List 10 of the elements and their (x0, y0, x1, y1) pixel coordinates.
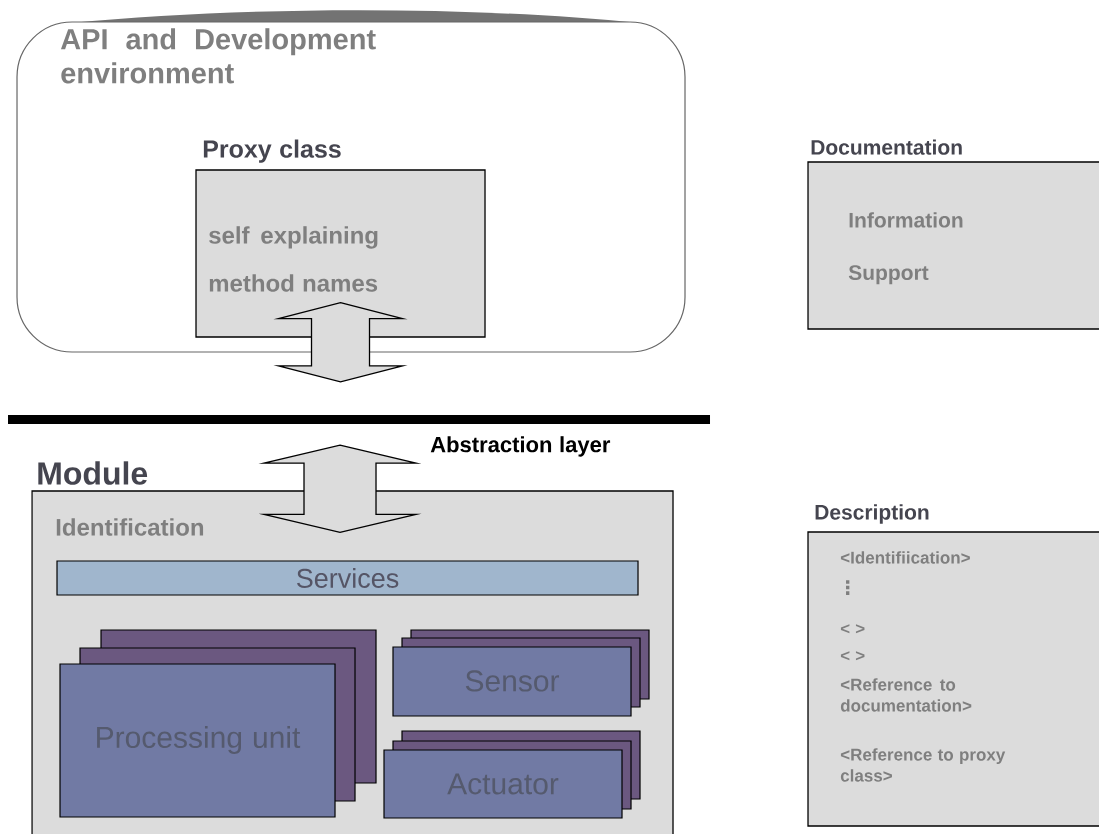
node-label: Documentation (811, 139, 962, 155)
documentation-box: Documentation Information Support (807, 139, 1099, 330)
description-box: Description <Identifiication> ⋮ < > < > <Reference to documentation> <Reference to proxy class> (807, 504, 1099, 827)
layer-label: Abstraction layer (430, 436, 611, 457)
node-label: Description (815, 504, 929, 524)
node-label: Proxy class (203, 139, 341, 163)
node-label: Module (38, 461, 148, 485)
double-arrow (258, 444, 422, 533)
proxy-class-box: Proxy class self explaining method names (195, 139, 486, 338)
services-bar: Services (56, 560, 639, 596)
